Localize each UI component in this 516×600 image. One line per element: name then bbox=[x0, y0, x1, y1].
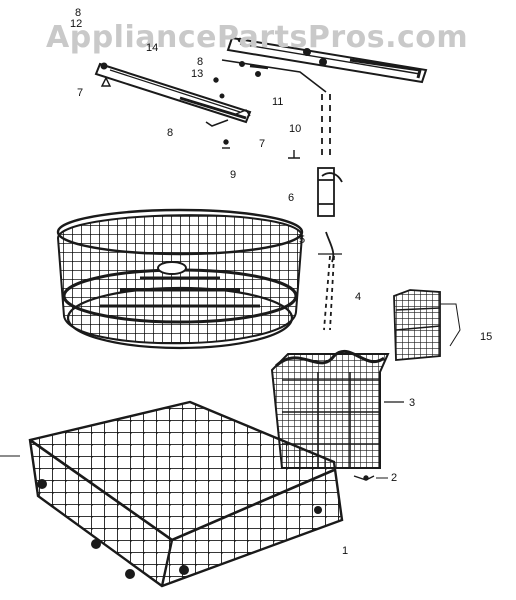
callout-8-lower: 8 bbox=[167, 127, 174, 139]
callout-10: 10 bbox=[289, 123, 302, 135]
small-hardware bbox=[100, 37, 300, 159]
callout-9: 9 bbox=[230, 169, 237, 181]
callout-2: 2 bbox=[391, 472, 398, 484]
spray-tube bbox=[317, 94, 343, 331]
callout-12: 12 bbox=[70, 18, 83, 30]
callout-3: 3 bbox=[409, 397, 416, 409]
callout-11: 11 bbox=[272, 96, 284, 108]
callout-5: 5 bbox=[299, 234, 306, 246]
callout-1: 1 bbox=[342, 545, 349, 557]
callout-7-right: 7 bbox=[259, 138, 266, 150]
round-basket bbox=[56, 208, 304, 350]
callout-4: 4 bbox=[355, 291, 362, 303]
lower-rack bbox=[28, 400, 344, 588]
callout-7-left: 7 bbox=[77, 87, 84, 99]
callout-8-mid: 8 bbox=[197, 56, 204, 68]
upper-left-rail bbox=[94, 62, 252, 127]
callout-6: 6 bbox=[288, 192, 295, 204]
callout-8-top: 8 bbox=[75, 7, 82, 19]
upper-right-rail bbox=[221, 36, 428, 93]
callout-13: 13 bbox=[191, 68, 204, 80]
utensil-holder bbox=[393, 289, 461, 361]
callout-14: 14 bbox=[146, 42, 159, 54]
rack-clip bbox=[353, 475, 388, 481]
watermark: AppliancePartsPros.com bbox=[46, 20, 469, 55]
callout-15: 15 bbox=[480, 331, 493, 343]
